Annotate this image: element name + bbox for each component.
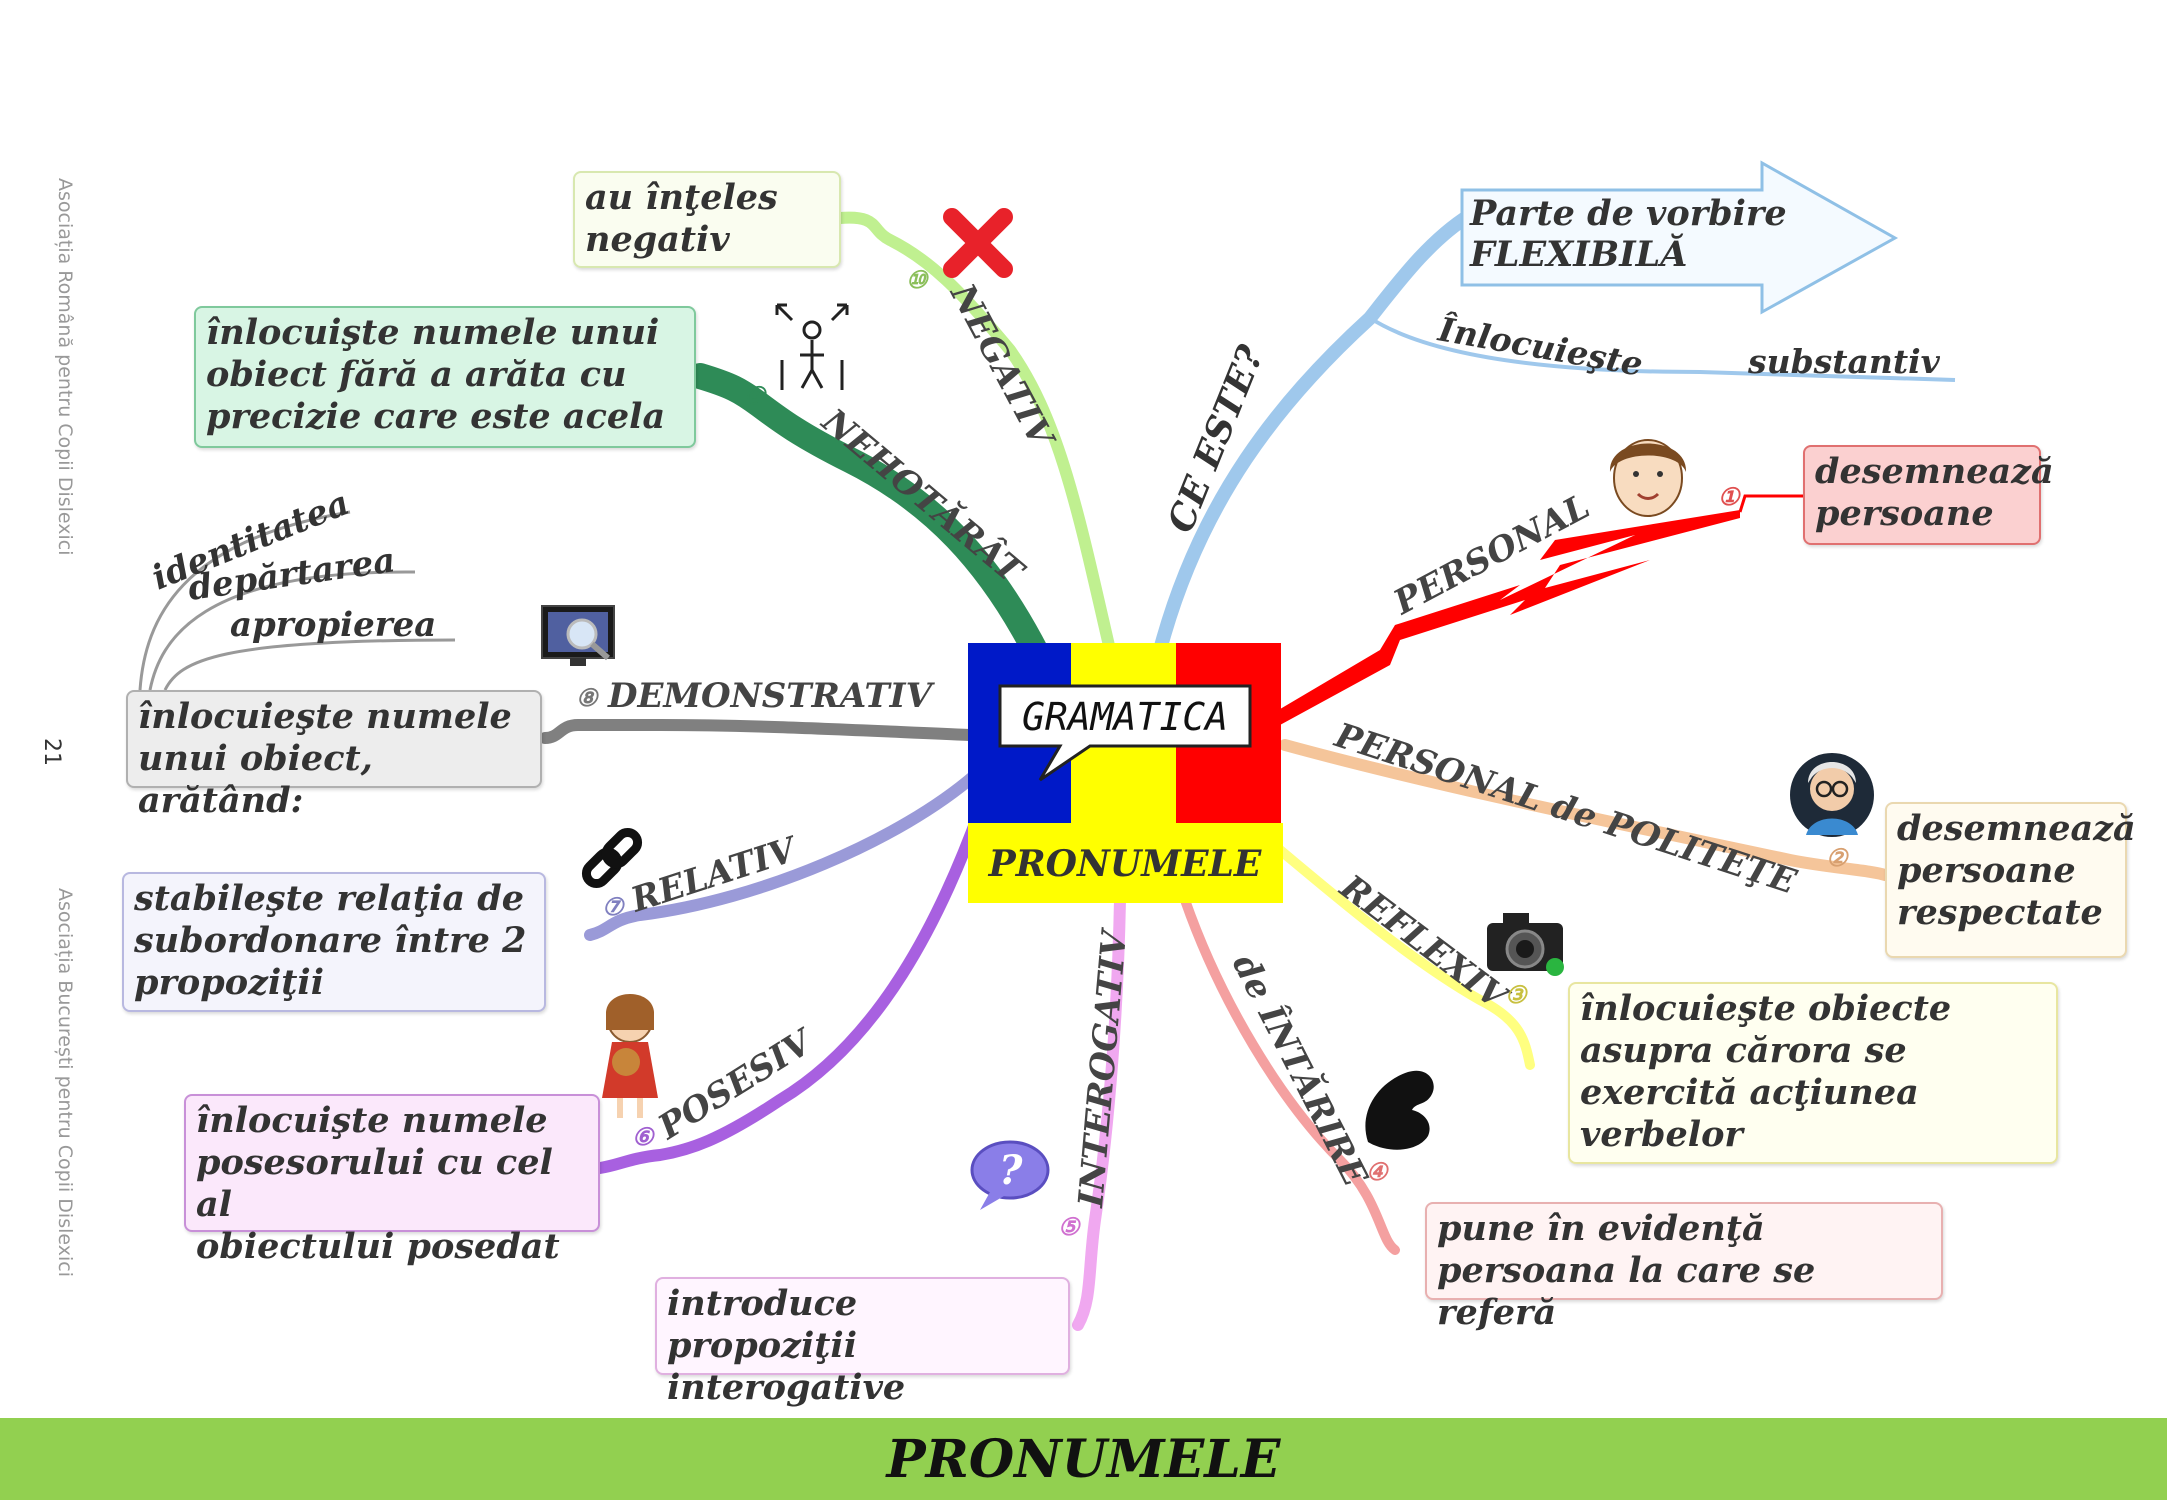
question-bubble-icon: ? — [970, 1140, 1050, 1210]
interogativ-branch-line — [1072, 894, 1126, 1331]
demonstrativ-subline-2 — [148, 570, 416, 691]
note-demonstrativ: înlocuieşte numele unui obiect, arătând: — [126, 690, 542, 821]
footer-bar: PRONUMELE — [0, 1418, 2167, 1500]
demonstrativ-subitem-3: apropierea — [230, 605, 436, 645]
relativ-branch-label: RELATIV — [625, 829, 804, 921]
note-interogativ: introduce propoziţii interogative — [655, 1277, 1070, 1408]
speech-bubble — [998, 684, 1252, 782]
note-nehotarat: înlocuişte numele unui obiect fără a ară… — [194, 306, 696, 448]
note-intarire: pune în evidenţă persoana la care se ref… — [1425, 1202, 1943, 1333]
chain-link-icon — [581, 827, 643, 889]
nehotarat-num: ⑨ — [744, 381, 767, 410]
negativ-branch-line — [834, 211, 1116, 656]
demonstrativ-num: ⑧ — [576, 683, 599, 712]
reflexiv-branch-line — [1275, 845, 1535, 1070]
camera-icon — [1487, 913, 1564, 976]
monitor-magnifier-icon — [541, 605, 615, 666]
page-number: 21 — [39, 738, 64, 766]
ce-este-replaces: Înlocuieşte — [1435, 308, 1646, 383]
note-posesiv: înlocuişte numele posesorului cu cel al … — [184, 1094, 600, 1267]
ce-este-definition-line2: FLEXIBILĂ — [1469, 232, 1687, 275]
demonstrativ-subline-1 — [138, 510, 351, 691]
negativ-num: ⑩ — [906, 265, 929, 294]
side-credit-bottom: Asociația București pentru Copii Dislexi… — [54, 888, 76, 1277]
person-arrows-icon — [775, 303, 849, 390]
politete-branch-label: PERSONAL de POLITEŢE — [1329, 715, 1802, 903]
central-label: PRONUMELE — [988, 843, 1262, 885]
grandmother-avatar-icon — [1790, 753, 1874, 837]
girl-with-teddy-icon — [602, 994, 658, 1118]
ce-este-subline — [1368, 316, 1956, 382]
central-bubble-text: GRAMATICA — [1022, 695, 1228, 739]
demonstrativ-branch-label: DEMONSTRATIV — [607, 676, 936, 716]
interogativ-branch-label: INTEROGATIV — [1071, 926, 1135, 1210]
personal-connector — [1738, 494, 1805, 513]
note-personal: desemnează persoane — [1803, 445, 2054, 545]
relativ-branch-line — [584, 769, 981, 941]
central-image: GRAMATICA PRONUMELE — [968, 643, 1283, 903]
face-icon — [1609, 439, 1687, 517]
relativ-num: ⑦ — [602, 892, 625, 921]
note-relativ: stabileşte relaţia de subordonare între … — [122, 872, 546, 1012]
question-mark-glyph: ? — [999, 1147, 1023, 1194]
ce-este-definition-line1: Parte de vorbire — [1469, 193, 1787, 234]
intarire-num: ④ — [1366, 1157, 1389, 1186]
intarire-branch-label: de ÎNTĂRIRE — [1224, 947, 1376, 1193]
note-negativ: au înţeles negativ — [573, 171, 841, 268]
posesiv-num: ⑥ — [632, 1122, 655, 1151]
personal-num: ① — [1718, 482, 1741, 511]
note-reflexiv: înlocuieşte obiecte asupra cărora se exe… — [1568, 982, 2058, 1164]
posesiv-branch-line — [594, 804, 986, 1174]
ce-este-arrow-shape — [1460, 160, 1899, 315]
nehotarat-branch-line — [687, 363, 1053, 673]
politete-num: ② — [1826, 843, 1849, 872]
demonstrativ-branch-line — [539, 719, 976, 744]
negativ-branch-label: NEGATIV — [942, 277, 1063, 457]
nehotarat-branch-label: NEHOTĂRÂT — [813, 400, 1033, 594]
demonstrativ-subline-3 — [163, 638, 456, 691]
ce-este-branch-line — [1153, 208, 1477, 657]
side-credit-top: Asociația Română pentru Copii Dislexici — [54, 178, 76, 556]
politete-branch-line — [1279, 739, 1891, 881]
personal-branch-shape — [1270, 510, 1740, 725]
muscle-arm-icon — [1365, 1070, 1434, 1150]
footer-title: PRONUMELE — [886, 1428, 1281, 1490]
ce-este-replaces-what: substantiv — [1747, 342, 1941, 381]
note-politete: desemnează persoane respectate — [1885, 802, 2136, 958]
red-x-icon — [943, 208, 1013, 278]
central-label-bg — [968, 823, 1283, 903]
intarire-branch-line — [1180, 895, 1400, 1255]
interogativ-num: ⑤ — [1058, 1212, 1081, 1241]
reflexiv-num: ③ — [1505, 980, 1528, 1009]
